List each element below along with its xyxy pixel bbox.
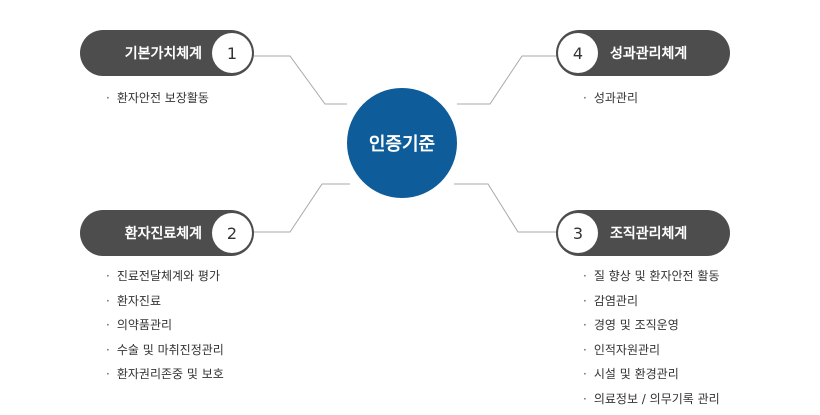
branch-3-header: 3 조직관리체계 [556,210,730,256]
connector-2 [254,183,350,233]
list-item: ·환자권리존중 및 보호 [106,367,224,381]
list-item: ·감염관리 [583,293,638,308]
list-item: ·수술 및 마취진정관리 [106,342,224,357]
branch-4-header: 4 성과관리체계 [556,30,730,76]
branch-2-header: 환자진료체계 2 [80,210,254,256]
branch-1-header: 기본가치체계 1 [80,30,254,76]
branch-2-list: ·진료전달체계와 평가 ·환자진료 ·의약품관리 ·수술 및 마취진정관리 ·환… [106,264,224,387]
list-item: ·질 향상 및 환자안전 활동 [583,269,720,283]
center-node: 인증기준 [347,88,457,198]
branch-2-number: 2 [212,213,252,253]
branch-1-list: ·환자안전 보장활동 [106,86,209,111]
list-item: ·시설 및 환경관리 [583,367,679,381]
branch-4-number: 4 [558,33,598,73]
connector-4 [457,55,556,105]
list-item: ·진료전달체계와 평가 [106,269,221,283]
branch-1-title: 기본가치체계 [124,46,202,62]
center-label: 인증기준 [368,134,436,155]
branch-4-title: 성과관리체계 [610,46,688,62]
list-item: ·환자안전 보장활동 [106,91,209,105]
list-item: ·인적자원관리 [583,342,661,357]
connector-3 [454,183,556,233]
connector-1 [254,55,347,105]
list-item: ·의료정보 / 의무기록 관리 [583,391,720,406]
branch-3-title: 조직관리체계 [610,226,688,242]
list-item: ·경영 및 조직운영 [583,318,679,332]
list-item: ·환자진료 [106,293,161,308]
list-item: ·의약품관리 [106,318,173,332]
branch-3-number: 3 [558,213,598,253]
branch-1-number: 1 [212,33,252,73]
branch-4-list: ·성과관리 [583,86,638,111]
branch-2-title: 환자진료체계 [124,226,202,242]
branch-3-list: ·질 향상 및 환자안전 활동 ·감염관리 ·경영 및 조직운영 ·인적자원관리… [583,264,720,411]
list-item: ·성과관리 [583,91,638,105]
